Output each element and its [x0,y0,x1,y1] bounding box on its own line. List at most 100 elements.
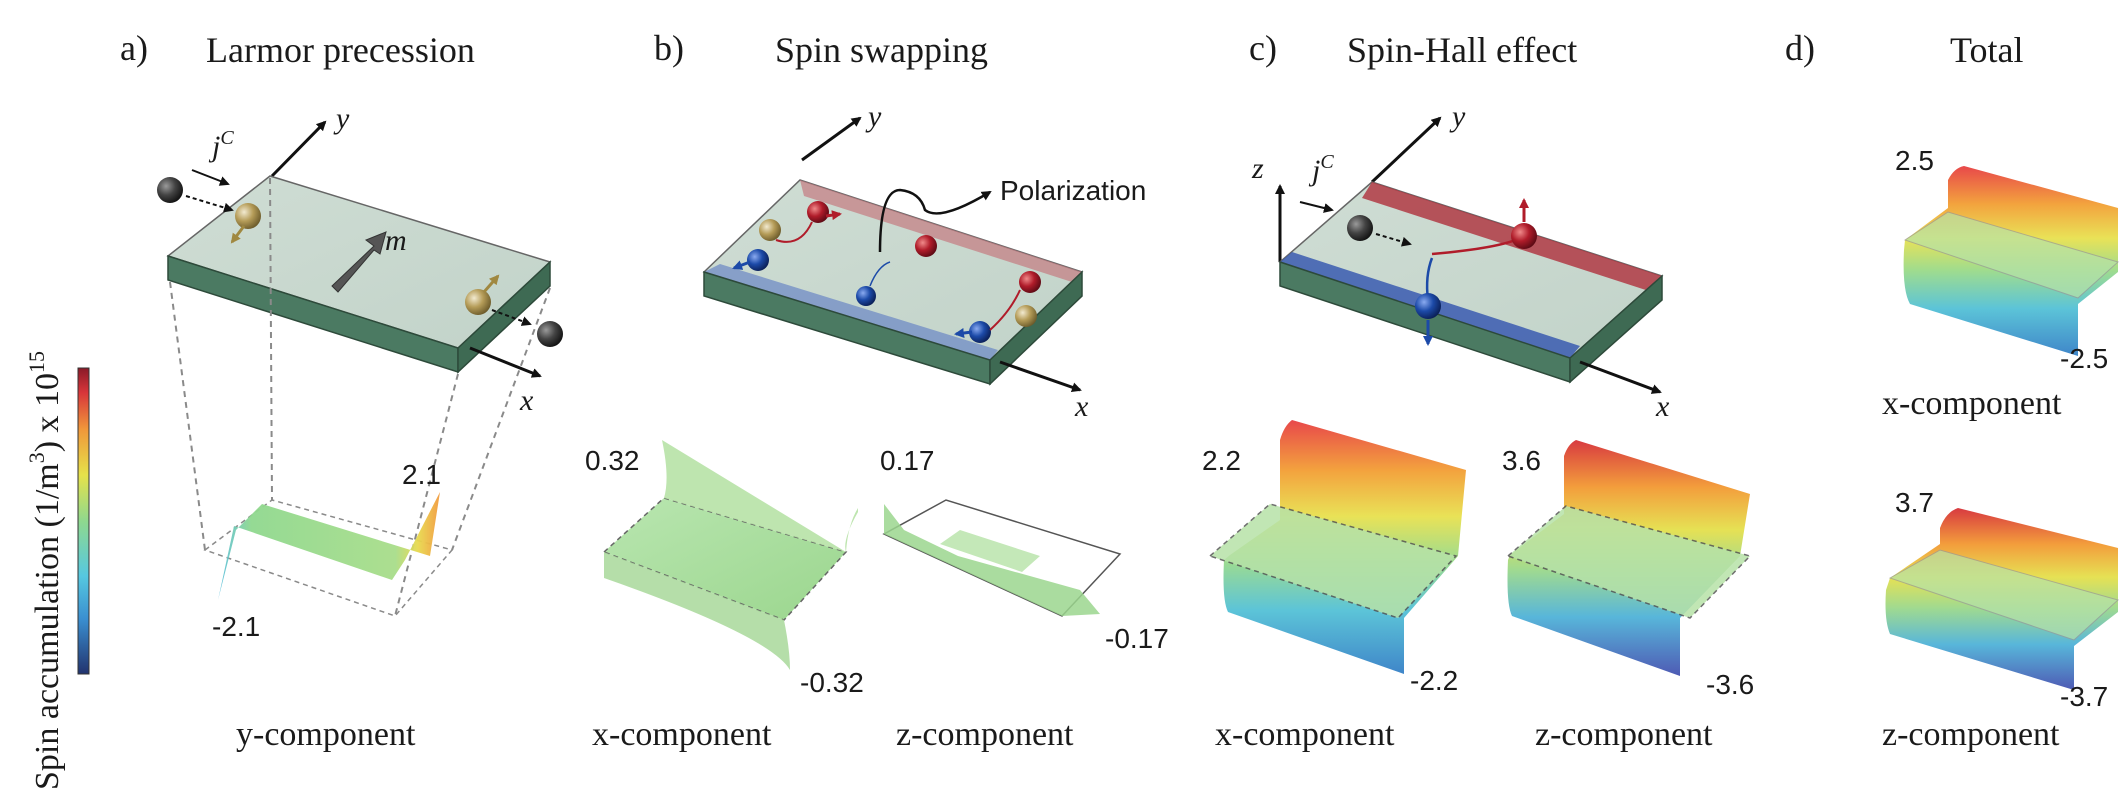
panel-c-x-axis [1579,360,1662,394]
panel-a-electron-in [157,177,183,203]
panel-b-slab-side [989,270,1083,386]
panel-b-z-surface-frame [882,499,1122,617]
panel-b-x-max-value: 0.32 [585,445,640,476]
panel-a-spin-ball-left [235,203,261,229]
panel-c-z-min-value: -3.6 [1706,669,1754,700]
panel-b-y-axis [801,116,862,162]
panel-a-moment-label: m [385,224,407,257]
panel-b-trajectory [989,289,1021,331]
panel-b-x-surface-ridge [662,440,858,552]
panel-c-slab-side [1569,274,1663,384]
panel-b-spin-arrow [732,260,751,270]
panel-a-current-arrow [191,169,230,186]
panel-c-x-max-value: 2.2 [1202,445,1241,476]
panel-c-y-label: y [1449,100,1466,133]
panel-titles: a) Larmor precession b) Spin swapping c)… [120,28,2023,70]
panel-d-z-min-value: -3.7 [2060,681,2108,712]
panel-a-current-label: jC [208,127,234,163]
panel-a-max-value: 2.1 [402,459,441,490]
panel-c-electron-path [1375,233,1412,247]
panel-b-spin-ball [1015,305,1037,327]
panel-b-trajectory [869,261,891,287]
panel-b-trajectory [775,221,813,243]
panel-b-x-surface-dip [604,552,790,670]
panel-a-spin-ball-right [465,289,491,315]
panel-b-x-axis [999,360,1082,393]
panel-b-x-component-label: x-component [592,716,772,753]
panel-b-spin-down-ball [747,249,769,271]
panel-c-letter: c) [1249,28,1277,68]
panel-b-spin-up-ball [807,201,829,223]
panel-a-spin-arrow-left [230,225,246,244]
panel-c-title: Spin-Hall effect [1347,30,1577,70]
panel-c-x-component-label: x-component [1215,716,1395,753]
panel-b-spin-up-ball [1019,271,1041,293]
panel-a-y-axis [270,120,327,178]
panel-c-spin-up-ball [1511,223,1537,249]
panel-a-projection-line [451,287,551,551]
panel-b-y-label: y [865,100,882,133]
panel-c-z-max-value: 3.6 [1502,445,1541,476]
panel-b-polarization-pointer [878,188,992,253]
panel-a-electron-path-in [185,195,234,213]
panel-d-x-max-value: 2.5 [1895,145,1934,176]
panel-d-x-component-label: x-component [1882,385,2062,422]
panel-d-title: Total [1950,30,2023,70]
panel-c-current-arrow [1299,201,1334,213]
panel-b-back-edge-accumulation [800,180,1082,282]
panel-c-z-label: z [1251,152,1264,185]
panel-c-z-component-label: z-component [1535,716,1713,753]
panel-d-z-surface-frame [1888,549,2120,641]
panel-b-front-edge-accumulation [704,264,998,360]
panel-a-spin-arrow-right [482,274,500,293]
panel-a: y x m jC 2.1 -2.1 y-component [157,102,563,753]
panel-c-y-axis [1370,116,1442,184]
panel-b-spin-down-ball [969,321,991,343]
panel-b-z-surface-inner [940,530,1040,572]
panel-b-spin-ball [759,219,781,241]
colorbar-bar [77,367,90,675]
panel-a-projection-line [394,373,459,617]
panel-c-x-label: x [1655,390,1670,423]
panel-a-title: Larmor precession [206,30,475,70]
panel-b-title: Spin swapping [775,30,988,70]
colorbar: Spin accumulation (1/m3) x 1015 [24,351,90,790]
colorbar-label: Spin accumulation (1/m3) x 1015 [24,351,66,790]
panel-c: z y x jC 2.2 -2.2 x-component 3.6 -3.6 z… [1202,100,1754,753]
panel-c-current-label: jC [1308,151,1334,187]
panel-a-moment-arrow [331,231,387,293]
panel-b-z-surface [884,504,1100,616]
panel-a-x-axis [469,346,542,378]
panel-b-spin-arrow [825,210,842,221]
panel-b-spin-arrow [954,328,973,338]
panel-d-z-max-value: 3.7 [1895,487,1934,518]
panel-a-y-component-surface [218,492,440,600]
panel-d-x-min-value: -2.5 [2060,343,2108,374]
panel-a-component-label: y-component [236,716,416,753]
panel-b-spin-down-ball [856,286,876,306]
panel-a-projection-line [269,177,273,501]
panel-b-polarization-label: Polarization [1000,175,1146,206]
panel-a-x-label: x [519,384,534,417]
panel-d: 2.5 -2.5 x-component 3.7 -3.7 z-componen… [1882,145,2120,753]
panel-b-x-label: x [1074,390,1089,423]
panel-b: y x Polarization 0.32 -0.32 x-component [585,100,1169,753]
panel-b-x-min-value: -0.32 [800,667,864,698]
panel-a-electron-out [537,321,563,347]
panel-a-y-label: y [333,102,350,135]
panel-c-z-surface-frame [1506,505,1752,619]
panel-b-z-component-label: z-component [896,716,1074,753]
panel-d-x-surface-frame [1903,211,2119,299]
panel-a-slab-side [457,260,551,374]
panel-c-electron [1347,215,1373,241]
panel-a-projection-line [169,281,206,551]
panel-c-x-min-value: -2.2 [1410,665,1458,696]
panel-b-spin-up-ball [915,235,937,257]
panel-a-min-value: -2.1 [212,611,260,642]
panel-d-letter: d) [1785,28,1815,68]
panel-b-z-min-value: -0.17 [1105,623,1169,654]
panel-d-z-component-label: z-component [1882,716,2060,753]
panel-c-x-surface-frame [1208,503,1458,619]
panel-c-spin-down-ball [1415,293,1441,319]
